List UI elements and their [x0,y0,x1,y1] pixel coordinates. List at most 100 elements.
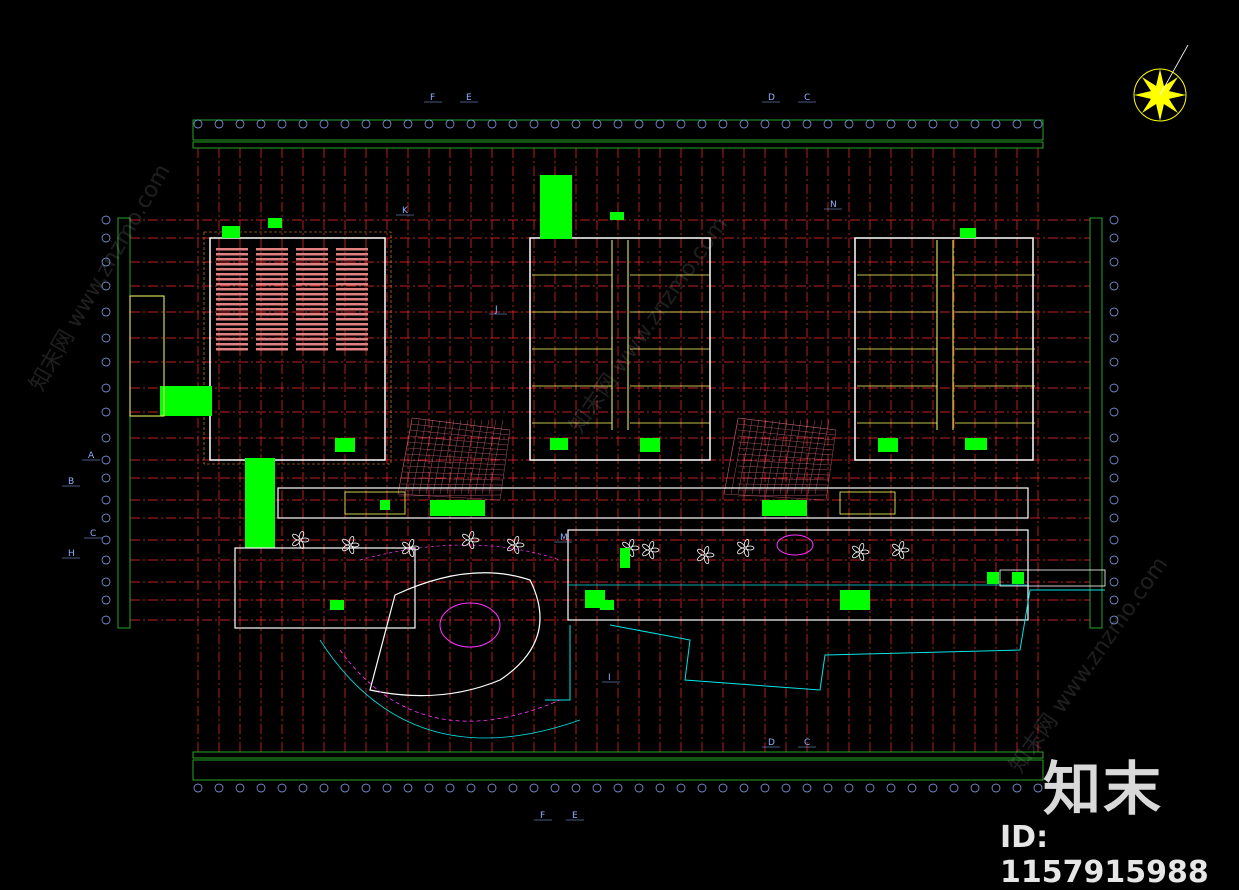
axis-bubble [1109,455,1119,465]
axis-bubble [970,783,980,793]
seat-row [216,313,248,316]
seat-row [336,263,368,266]
seat-row [296,248,328,251]
axis-bubble [319,119,329,129]
seat-row [216,263,248,266]
axis-bubble [1109,555,1119,565]
axis-bubble [445,783,455,793]
green-stair-block [160,386,212,416]
axis-bubble [739,783,749,793]
axis-bubble [1109,595,1119,605]
axis-bubble [718,783,728,793]
seat-row [336,248,368,251]
hatch-line [800,419,816,495]
axis-bubble [277,119,287,129]
seat-row [296,323,328,326]
seat-row [256,263,288,266]
seat-row [256,283,288,286]
lecture-hall-block [129,231,392,548]
seat-row [336,323,368,326]
axis-bubble [214,783,224,793]
axis-bubble [101,473,111,483]
seat-row [256,288,288,291]
seat-row [296,273,328,276]
section-mark-label: F [430,93,435,103]
seat-row [256,278,288,281]
axis-bubble [403,119,413,129]
axis-bubble [235,119,245,129]
fixture-block [380,500,390,510]
axis-bubble [991,783,1001,793]
section-mark-label: H [68,549,75,559]
landscape-plants [292,530,910,565]
axis-bubble [256,119,266,129]
axis-bubble [907,119,917,129]
hatch-line [432,419,448,495]
axis-bubbles-bottom [193,783,1043,793]
section-mark-label: C [804,738,810,748]
seat-row [216,298,248,301]
axis-bubble [361,119,371,129]
seat-row [256,318,288,321]
seat-row [336,268,368,271]
axis-bubble [592,119,602,129]
axis-bubble [592,783,602,793]
fixture-block [600,600,614,610]
axis-bubble [571,783,581,793]
seat-row [256,308,288,311]
seat-row [256,293,288,296]
hatch-line [405,453,506,461]
axis-bubble [235,783,245,793]
axis-bubble [550,119,560,129]
seat-row [216,268,248,271]
seat-row [256,268,288,271]
axis-bubbles-left [101,215,111,625]
green-stair-block [540,175,572,239]
axis-bubble [101,433,111,443]
axis-bubble [214,119,224,129]
section-mark-label: M [560,533,568,543]
seat-row [216,258,248,261]
hatch-line [737,483,829,486]
dimension-frames [117,119,1103,781]
axis-bubble [844,119,854,129]
axis-bubble [1109,577,1119,587]
hatch-line [400,483,503,486]
seat-row [296,328,328,331]
hatch-line [397,419,413,495]
axis-bubble [718,119,728,129]
axis-bubble [382,783,392,793]
seat-row [256,273,288,276]
axis-bubble [508,783,518,793]
seat-row [296,293,328,296]
seat-row [296,253,328,256]
seat-row [256,253,288,256]
watermark-brand: 知末 [1043,755,1164,823]
axis-bubble [298,119,308,129]
seat-row [336,348,368,351]
hatch-line [807,419,823,495]
axis-bubble [529,119,539,129]
seat-row [216,338,248,341]
fixture-block [965,438,987,450]
hatch-line [786,419,802,495]
axis-bubble [101,407,111,417]
axis-bubble [487,783,497,793]
hatch-line [793,419,809,495]
seat-row [216,278,248,281]
seat-row [296,263,328,266]
seat-row [216,333,248,336]
hatch-line [744,419,760,495]
hatch-line [411,419,427,495]
axis-bubble [424,783,434,793]
axis-bubble [1109,307,1119,317]
plant-icon [892,540,910,560]
axis-bubble [949,783,959,793]
seat-row [216,348,248,351]
seat-row [336,278,368,281]
seat-row [336,293,368,296]
axis-bubble [1109,233,1119,243]
hatch-line [737,453,832,461]
axis-bubble [445,119,455,129]
